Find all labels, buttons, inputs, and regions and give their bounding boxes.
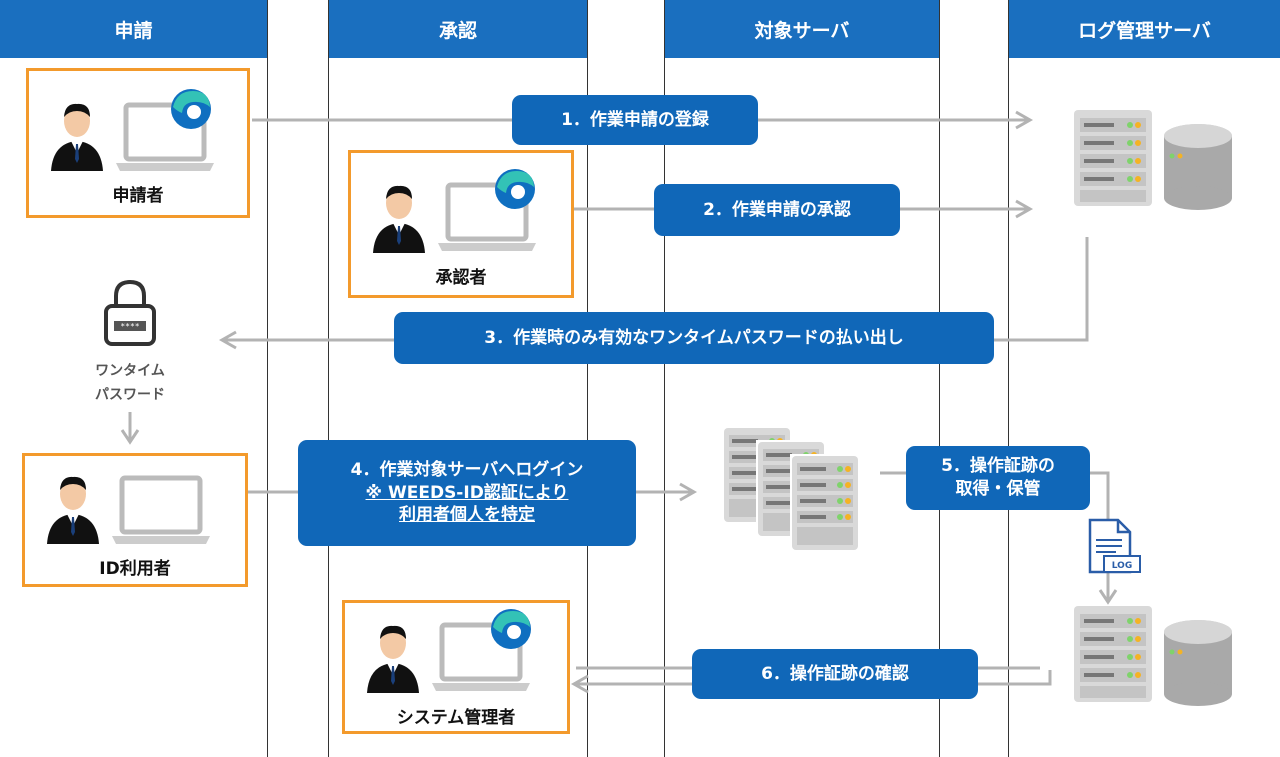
- edge-browser-icon: [171, 89, 211, 129]
- laptop-icon: [438, 182, 536, 251]
- log-document-icon: LOG: [1088, 518, 1141, 574]
- svg-text:****: ****: [120, 322, 139, 331]
- id-user-card: ID利用者: [22, 453, 248, 587]
- step5-box: 5．操作証跡の 取得・保管: [906, 446, 1090, 510]
- otp-label: ワンタイム パスワード: [50, 360, 210, 408]
- step2-text: 2．作業申請の承認: [703, 199, 851, 220]
- edge-browser-icon: [495, 169, 535, 209]
- laptop-icon: [432, 622, 530, 691]
- lane-header-approval: 承認: [329, 0, 587, 58]
- padlock-icon: ****: [104, 279, 156, 346]
- lane-target-server: 対象サーバ: [664, 0, 940, 757]
- step1-text: 1．作業申請の登録: [561, 109, 709, 130]
- lane-header-application: 申請: [0, 0, 267, 58]
- step4-text-line2: ※ WEEDS-ID認証により: [365, 482, 569, 503]
- step3-box: 3．作業時のみ有効なワンタイムパスワードの払い出し: [394, 312, 994, 364]
- edge-browser-icon: [491, 609, 531, 649]
- otp-label-line2: パスワード: [95, 386, 165, 403]
- laptop-icon: [112, 475, 210, 544]
- laptop-icon: [116, 102, 214, 171]
- applicant-card: 申請者: [26, 68, 250, 218]
- lane-application: 申請: [0, 0, 268, 757]
- lane-approval: 承認: [328, 0, 588, 757]
- approver-card: 承認者: [348, 150, 574, 298]
- applicant-label: 申請者: [112, 186, 164, 206]
- step4-text-line3: 利用者個人を特定: [399, 505, 535, 526]
- person-icon: [51, 103, 103, 171]
- lane-header-target-server: 対象サーバ: [665, 0, 939, 58]
- step1-box: 1．作業申請の登録: [512, 95, 758, 145]
- log-archive-server-icon: [1074, 606, 1232, 706]
- lane-log-server: ログ管理サーバ: [1008, 0, 1280, 757]
- step4-box: 4．作業対象サーバへログイン ※ WEEDS-ID認証により 利用者個人を特定: [298, 440, 636, 546]
- otp-label-line1: ワンタイム: [95, 363, 165, 379]
- sysadmin-label: システム管理者: [396, 708, 516, 728]
- id-user-label: ID利用者: [99, 559, 171, 579]
- lane-header-log-server: ログ管理サーバ: [1009, 0, 1280, 58]
- approver-label: 承認者: [435, 268, 487, 288]
- svg-text:LOG: LOG: [1112, 561, 1132, 571]
- step5-text-line1: 5．操作証跡の: [941, 456, 1055, 477]
- log-server-icon: [1074, 110, 1232, 210]
- step6-text: 6．操作証跡の確認: [761, 663, 909, 684]
- person-icon: [373, 185, 425, 253]
- sysadmin-card: システム管理者: [342, 600, 570, 734]
- step2-box: 2．作業申請の承認: [654, 184, 900, 236]
- step4-text-line1: 4．作業対象サーバへログイン: [350, 459, 584, 480]
- person-icon: [367, 625, 419, 693]
- step3-text: 3．作業時のみ有効なワンタイムパスワードの払い出し: [484, 327, 904, 348]
- step5-text-line2: 取得・保管: [955, 479, 1041, 499]
- step6-box: 6．操作証跡の確認: [692, 649, 978, 699]
- target-servers-icon: [724, 428, 860, 552]
- person-icon: [47, 476, 99, 544]
